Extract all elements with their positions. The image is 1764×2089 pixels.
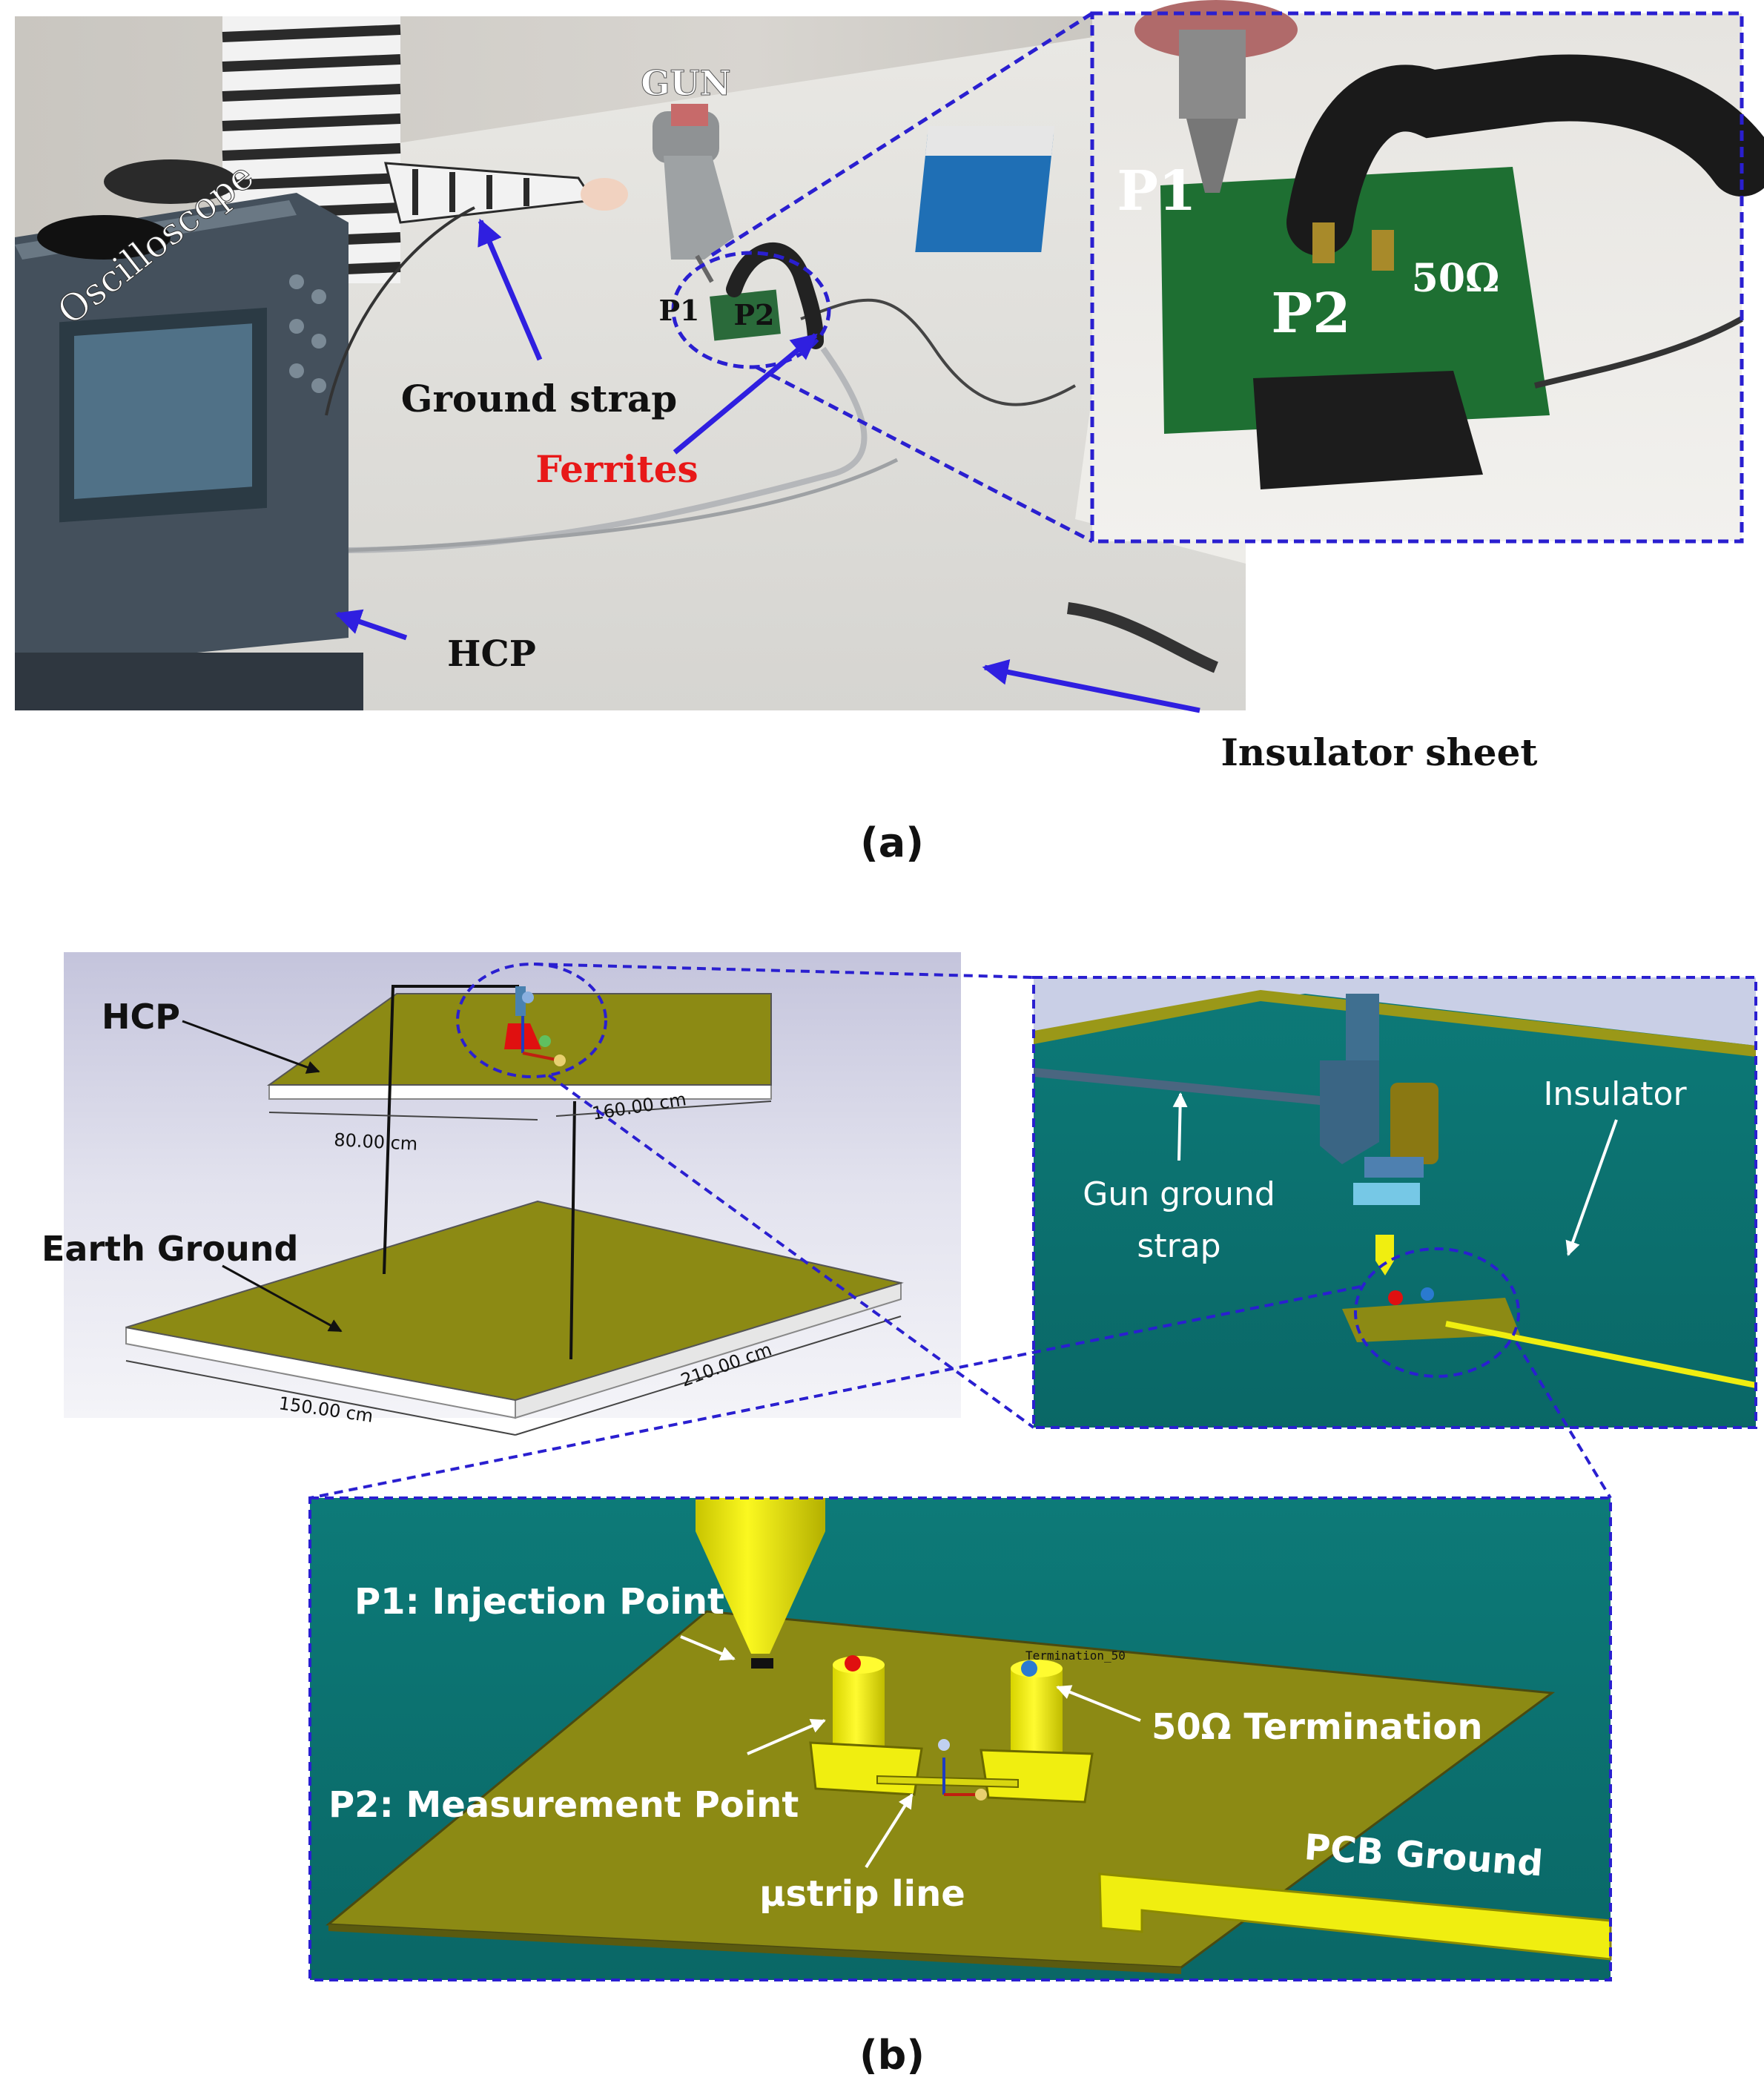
dim-80cm: 80.00 cm (334, 1129, 418, 1155)
panel-a-photo (15, 16, 1246, 710)
ferrites-label: Ferrites (535, 447, 698, 491)
caption-b: (b) (859, 2032, 925, 2079)
panel-b-overview (64, 952, 961, 1436)
gun-ground-strap-label-2: strap (1137, 1227, 1220, 1265)
microstrip-label: µstrip line (759, 1873, 965, 1915)
p1-label-a: P1 (658, 294, 699, 327)
panel-a-arrows (334, 218, 1200, 713)
inset-p1-label: P1 (1117, 159, 1196, 223)
inset-p2-label: P2 (1271, 282, 1350, 346)
insulator-sheet-arrow (982, 659, 1200, 713)
microstrip-pointer (865, 1793, 914, 1869)
insulator-label: Insulator (1543, 1075, 1687, 1113)
inset-a-frame (1090, 11, 1744, 544)
zoom2-frame (308, 1496, 1612, 1981)
termination-label: 50Ω Termination (1152, 1706, 1482, 1748)
ground-strap-arrow (478, 218, 543, 361)
gun-ground-strap-label-1: Gun ground (1083, 1175, 1275, 1213)
panel-b-zoom1 (1034, 977, 1757, 1428)
zoom-circle-b-zoom1 (309, 1247, 1612, 1499)
p2-measurement-label: P2: Measurement Point (328, 1784, 799, 1826)
hcp-arrow (334, 609, 408, 641)
zoom1-frame (1032, 976, 1757, 1429)
gun-ground-strap-pointer (1172, 1092, 1188, 1161)
panel-b-zoom2 (310, 1498, 1612, 1980)
hcp-label-b: HCP (102, 997, 180, 1037)
earth-ground-pointer (222, 1264, 343, 1333)
hcp-pointer-b (182, 1020, 320, 1074)
esd-gun (653, 104, 734, 283)
inset-a-closeup (1092, 0, 1764, 541)
termination-pointer (1056, 1685, 1141, 1722)
insulator-sheet-label: Insulator sheet (1220, 730, 1537, 774)
zoom-circle-b-overview (456, 963, 1035, 1429)
termination-tag: Termination_50 (1025, 1649, 1126, 1663)
inset-termination-label: 50Ω (1412, 256, 1500, 301)
p2-label-a: P2 (733, 298, 774, 331)
ground-strap-label: Ground strap (401, 377, 677, 420)
insulator-pointer (1565, 1119, 1618, 1256)
oscilloscope-device (15, 159, 363, 710)
zoom-circle-a (671, 11, 1094, 544)
ferrites-arrow (673, 333, 818, 455)
gun-label: GUN (641, 63, 730, 103)
p1-injection-label: P1: Injection Point (354, 1581, 724, 1623)
hcp-label-a: HCP (447, 633, 536, 675)
earth-ground-label: Earth Ground (42, 1229, 298, 1269)
p2-measurement-pointer (747, 1718, 826, 1755)
caption-a: (a) (860, 819, 924, 866)
p1-injection-pointer (680, 1635, 736, 1661)
